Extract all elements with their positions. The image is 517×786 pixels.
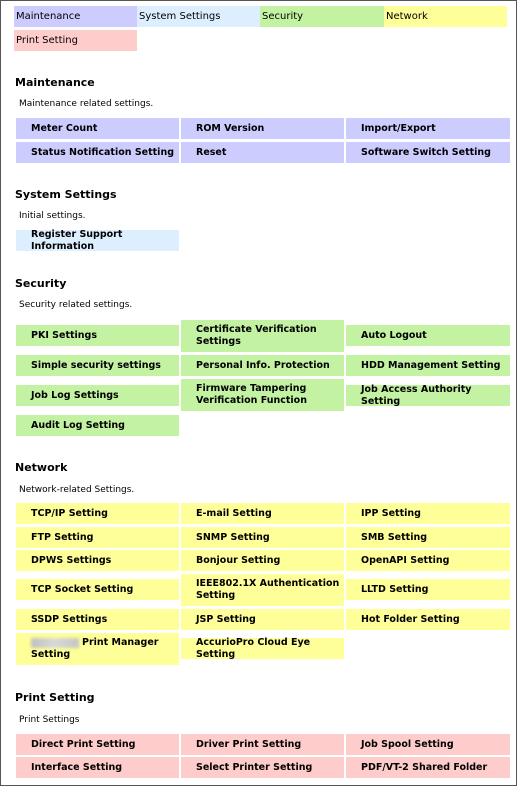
security-desc: Security related settings. (19, 300, 133, 310)
lltd-button[interactable]: LLTD Setting (346, 579, 510, 600)
pdfvt2-shared-folder-button[interactable]: PDF/VT-2 Shared Folder (346, 757, 510, 778)
email-button[interactable]: E-mail Setting (181, 503, 344, 524)
print-manager-button[interactable]: Print Manager Setting (16, 633, 179, 665)
hot-folder-button[interactable]: Hot Folder Setting (346, 609, 510, 630)
tcp-socket-button[interactable]: TCP Socket Setting (16, 579, 179, 600)
meter-count-button[interactable]: Meter Count (16, 118, 179, 139)
personal-info-button[interactable]: Personal Info. Protection (181, 355, 344, 376)
network-title: Network (15, 461, 68, 474)
openapi-button[interactable]: OpenAPI Setting (346, 550, 510, 571)
system-settings-title: System Settings (15, 188, 117, 201)
print-setting-desc: Print Settings (19, 715, 80, 725)
import-export-button[interactable]: Import/Export (346, 118, 510, 139)
tab-system-settings[interactable]: System Settings (137, 6, 260, 27)
job-spool-button[interactable]: Job Spool Setting (346, 734, 510, 755)
tab-print-setting[interactable]: Print Setting (14, 30, 137, 51)
job-access-authority-button[interactable]: Job Access Authority Setting (346, 384, 510, 407)
tcpip-button[interactable]: TCP/IP Setting (16, 503, 179, 524)
select-printer-button[interactable]: Select Printer Setting (181, 757, 344, 778)
ftp-button[interactable]: FTP Setting (16, 527, 179, 548)
redacted-brand (31, 637, 79, 648)
tab-security[interactable]: Security (260, 6, 384, 27)
smb-button[interactable]: SMB Setting (346, 527, 510, 548)
maintenance-desc: Maintenance related settings. (19, 99, 154, 109)
system-settings-desc: Initial settings. (19, 211, 86, 221)
rom-version-button[interactable]: ROM Version (181, 118, 344, 139)
reset-button[interactable]: Reset (181, 142, 344, 163)
jsp-button[interactable]: JSP Setting (181, 609, 344, 630)
tab-network[interactable]: Network (384, 6, 507, 27)
bonjour-button[interactable]: Bonjour Setting (181, 550, 344, 571)
audit-log-button[interactable]: Audit Log Setting (16, 415, 179, 436)
pki-settings-button[interactable]: PKI Settings (16, 325, 179, 346)
snmp-button[interactable]: SNMP Setting (181, 527, 344, 548)
simple-security-button[interactable]: Simple security settings (16, 355, 179, 376)
driver-print-button[interactable]: Driver Print Setting (181, 734, 344, 755)
hdd-management-button[interactable]: HDD Management Setting (346, 355, 510, 376)
direct-print-button[interactable]: Direct Print Setting (16, 734, 179, 755)
network-desc: Network-related Settings. (19, 485, 135, 495)
ipp-button[interactable]: IPP Setting (346, 503, 510, 524)
maintenance-title: Maintenance (15, 76, 95, 89)
auto-logout-button[interactable]: Auto Logout (346, 325, 510, 346)
certificate-verification-button[interactable]: Certificate Verification Settings (181, 320, 344, 352)
interface-setting-button[interactable]: Interface Setting (16, 757, 179, 778)
job-log-button[interactable]: Job Log Settings (16, 385, 179, 406)
software-switch-button[interactable]: Software Switch Setting (346, 142, 510, 163)
security-title: Security (15, 277, 67, 290)
register-support-button[interactable]: Register Support Information (16, 229, 179, 252)
ssdp-button[interactable]: SSDP Settings (16, 609, 179, 630)
accuriopro-cloud-eye-button[interactable]: AccurioPro Cloud Eye Setting (181, 637, 344, 660)
ieee8021x-button[interactable]: IEEE802.1X Authentication Setting (181, 574, 344, 606)
tab-maintenance[interactable]: Maintenance (14, 6, 137, 27)
print-manager-label: Print Manager Setting (31, 637, 159, 660)
dpws-button[interactable]: DPWS Settings (16, 550, 179, 571)
print-setting-title: Print Setting (15, 691, 95, 704)
firmware-tampering-button[interactable]: Firmware Tampering Verification Function (181, 379, 344, 411)
status-notification-button[interactable]: Status Notification Setting (16, 142, 179, 163)
